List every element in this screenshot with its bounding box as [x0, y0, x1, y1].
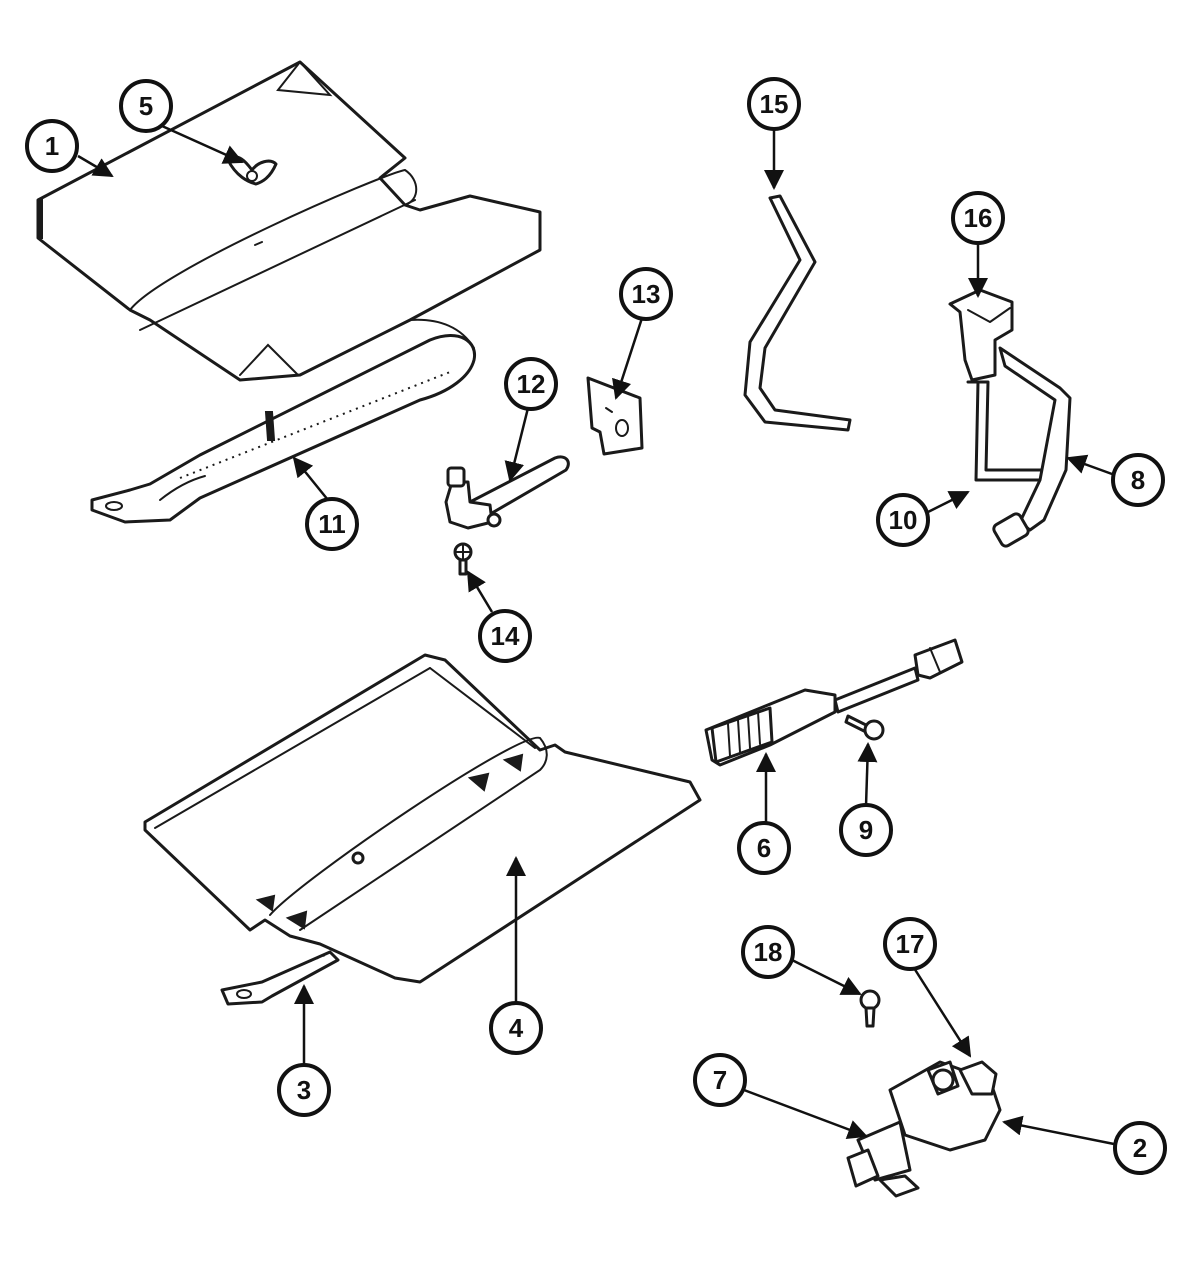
part-bracket [586, 376, 644, 456]
part-lower-baffle [143, 653, 702, 984]
part-pilot-assembly [444, 455, 570, 530]
svg-text:13: 13 [632, 279, 661, 309]
callout-10: 10 [876, 493, 930, 547]
svg-text:12: 12 [517, 369, 546, 399]
leader-10 [927, 490, 970, 514]
callout-11: 11 [305, 497, 359, 551]
part-igniter [704, 638, 964, 767]
svg-text:17: 17 [896, 929, 925, 959]
part-gas-valve [846, 1060, 1002, 1198]
callout-18: 18 [741, 925, 795, 979]
callout-2: 2 [1113, 1121, 1167, 1175]
callout-5: 5 [119, 79, 173, 133]
part-wing-nut [226, 155, 278, 186]
callout-12: 12 [504, 357, 558, 411]
part-valve-tubing [948, 288, 1072, 548]
part-upper-baffle [36, 60, 542, 382]
svg-text:18: 18 [754, 937, 783, 967]
svg-text:5: 5 [139, 91, 153, 121]
leader-8 [1066, 454, 1113, 476]
leader-2 [1002, 1115, 1115, 1146]
part-screw-14 [453, 542, 473, 576]
leader-1 [77, 154, 114, 178]
svg-text:7: 7 [713, 1065, 727, 1095]
leader-14 [466, 570, 494, 613]
part-tube [743, 194, 852, 432]
leader-5 [161, 124, 244, 164]
leader-lines [77, 124, 1115, 1146]
svg-text:11: 11 [318, 509, 346, 539]
part-upper-burner-tube [90, 318, 477, 524]
leader-7 [743, 1088, 868, 1140]
callout-16: 16 [951, 191, 1005, 245]
svg-text:10: 10 [889, 505, 918, 535]
callout-6: 6 [737, 821, 791, 875]
callout-15: 15 [747, 77, 801, 131]
callout-1: 1 [25, 119, 79, 173]
callout-9: 9 [839, 803, 893, 857]
part-lower-burner-tab [220, 950, 340, 1006]
callout-17: 17 [883, 917, 937, 971]
leader-12 [504, 407, 530, 482]
leader-18 [791, 958, 862, 996]
leader-17 [912, 967, 972, 1058]
callout-3: 3 [277, 1063, 331, 1117]
callout-8: 8 [1111, 453, 1165, 507]
svg-text:1: 1 [45, 131, 59, 161]
leader-11 [292, 456, 329, 501]
callout-7: 7 [693, 1053, 747, 1107]
callout-13: 13 [619, 267, 673, 321]
svg-text:3: 3 [297, 1075, 311, 1105]
part-screw-18 [859, 989, 881, 1028]
svg-text:8: 8 [1131, 465, 1145, 495]
svg-text:14: 14 [491, 621, 520, 651]
callout-4: 4 [489, 1001, 543, 1055]
svg-text:2: 2 [1133, 1133, 1147, 1163]
leader-13 [612, 317, 644, 400]
svg-text:16: 16 [964, 203, 993, 233]
part-screw-9 [844, 714, 885, 741]
svg-text:9: 9 [859, 815, 873, 845]
svg-text:4: 4 [509, 1013, 524, 1043]
svg-text:6: 6 [757, 833, 771, 863]
svg-text:15: 15 [760, 89, 789, 119]
callout-14: 14 [478, 609, 532, 663]
leader-9 [857, 742, 878, 807]
